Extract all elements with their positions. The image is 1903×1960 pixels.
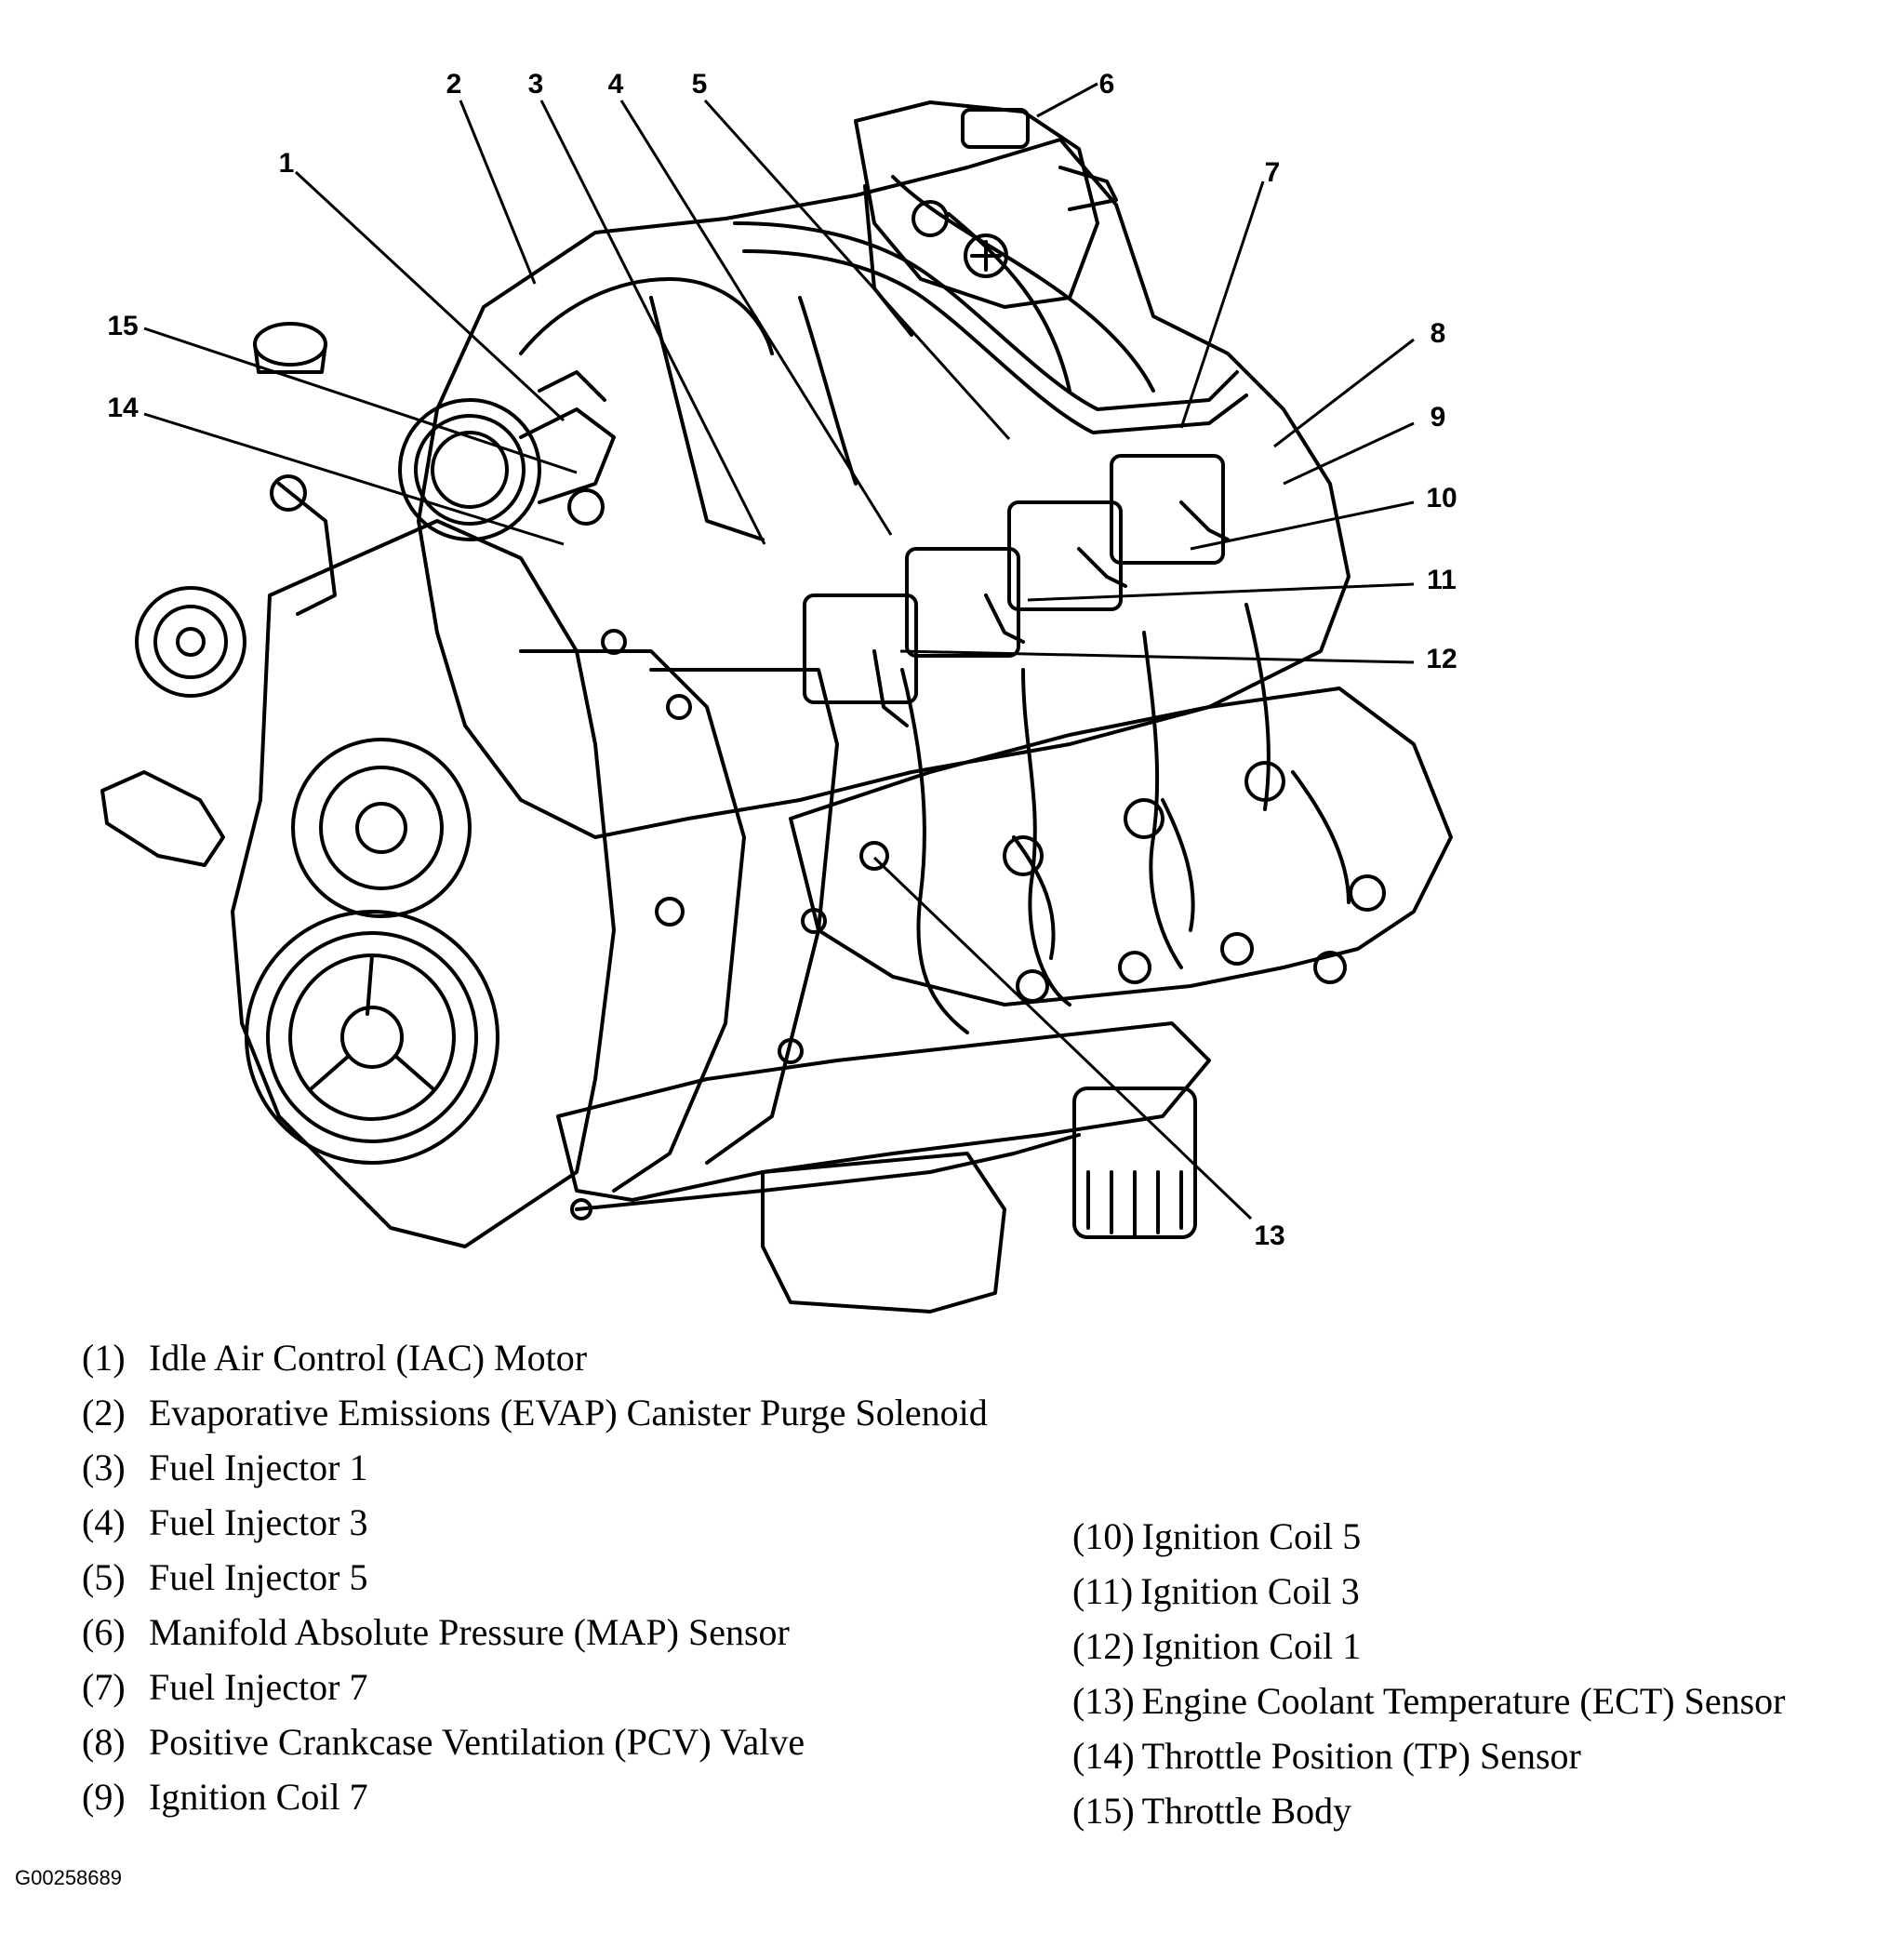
legend-label: Manifold Absolute Pressure (MAP) Sensor — [149, 1611, 790, 1653]
legend-label: Fuel Injector 7 — [149, 1666, 368, 1708]
leader-line-10 — [1190, 500, 1415, 551]
legend-label: Ignition Coil 3 — [1140, 1570, 1360, 1612]
leader-line-9 — [1283, 421, 1415, 486]
legend-item-12: (12)Ignition Coil 1 — [1072, 1628, 1361, 1665]
legend-number: (1) — [82, 1337, 126, 1379]
legend-label: Engine Coolant Temperature (ECT) Sensor — [1141, 1680, 1786, 1722]
legend-number: (12) — [1072, 1625, 1135, 1667]
legend-item-6: (6) Manifold Absolute Pressure (MAP) Sens… — [82, 1614, 790, 1651]
legend-item-13: (13)Engine Coolant Temperature (ECT) Sen… — [1072, 1683, 1785, 1720]
leader-line-7 — [1179, 180, 1265, 429]
legend-item-14: (14)Throttle Position (TP) Sensor — [1072, 1738, 1581, 1775]
leader-line-8 — [1273, 338, 1415, 448]
legend-item-8: (8) Positive Crankcase Ventilation (PCV) … — [82, 1724, 805, 1761]
callout-10: 10 — [1426, 483, 1457, 513]
callout-4: 4 — [608, 69, 624, 100]
callout-leader-lines — [143, 82, 1415, 1220]
legend-number: (10) — [1072, 1515, 1135, 1557]
legend-number: (3) — [82, 1447, 126, 1488]
leader-line-12 — [899, 649, 1415, 664]
leader-line-3 — [539, 100, 766, 545]
legend-label: Fuel Injector 1 — [149, 1447, 368, 1488]
legend-number: (5) — [82, 1556, 126, 1598]
legend-item-10: (10)Ignition Coil 5 — [1072, 1518, 1361, 1555]
leader-line-13 — [872, 856, 1253, 1220]
legend-number: (7) — [82, 1666, 126, 1708]
legend-label: Throttle Body — [1141, 1790, 1352, 1832]
leader-line-2 — [459, 100, 537, 285]
callout-8: 8 — [1431, 318, 1446, 349]
legend-label: Evaporative Emissions (EVAP) Canister Pu… — [149, 1392, 988, 1433]
engine-illustration — [100, 100, 1453, 1313]
callout-13: 13 — [1254, 1220, 1284, 1251]
legend-number: (15) — [1072, 1790, 1135, 1832]
legend-number: (8) — [82, 1721, 126, 1763]
legend-item-7: (7) Fuel Injector 7 — [82, 1669, 368, 1706]
leader-line-5 — [703, 99, 1011, 441]
legend-number: (9) — [82, 1776, 126, 1818]
leader-line-6 — [1036, 82, 1098, 118]
legend-number: (14) — [1072, 1735, 1135, 1777]
legend-number: (6) — [82, 1611, 126, 1653]
callout-12: 12 — [1426, 644, 1457, 674]
callout-6: 6 — [1099, 69, 1115, 100]
legend-label: Fuel Injector 5 — [149, 1556, 368, 1598]
callout-7: 7 — [1265, 157, 1281, 188]
callout-14: 14 — [107, 393, 139, 423]
legend-item-4: (4) Fuel Injector 3 — [82, 1504, 368, 1541]
callout-3: 3 — [528, 69, 544, 100]
legend-label: Ignition Coil 5 — [1141, 1515, 1362, 1557]
legend-item-11: (11)Ignition Coil 3 — [1072, 1573, 1360, 1610]
leader-line-1 — [294, 170, 566, 422]
legend-label: Ignition Coil 1 — [1141, 1625, 1362, 1667]
leader-line-15 — [143, 327, 578, 474]
callout-1: 1 — [279, 148, 295, 179]
callout-numbers: 1 2 3 4 5 6 7 8 9 10 11 12 13 14 15 — [107, 69, 1457, 1251]
legend-item-2: (2) Evaporative Emissions (EVAP) Canister… — [82, 1394, 988, 1432]
legend-number: (2) — [82, 1392, 126, 1433]
legend-item-5: (5) Fuel Injector 5 — [82, 1559, 368, 1596]
leader-line-11 — [1027, 582, 1415, 602]
legend-label: Ignition Coil 7 — [149, 1776, 368, 1818]
legend-item-1: (1) Idle Air Control (IAC) Motor — [82, 1340, 587, 1377]
leader-line-4 — [619, 100, 893, 536]
legend-label: Positive Crankcase Ventilation (PCV) Val… — [149, 1721, 805, 1763]
figure-id: G00258689 — [15, 1866, 122, 1889]
callout-2: 2 — [446, 69, 462, 100]
legend-label: Fuel Injector 3 — [149, 1501, 368, 1543]
legend-number: (4) — [82, 1501, 126, 1543]
legend-label: Idle Air Control (IAC) Motor — [149, 1337, 588, 1379]
legend-label: Throttle Position (TP) Sensor — [1141, 1735, 1581, 1777]
callout-9: 9 — [1431, 402, 1446, 433]
legend-item-9: (9) Ignition Coil 7 — [82, 1779, 368, 1816]
callout-5: 5 — [692, 69, 708, 100]
legend-number: (11) — [1072, 1570, 1134, 1612]
callout-11: 11 — [1427, 565, 1457, 595]
leader-line-14 — [143, 412, 565, 546]
legend-number: (13) — [1072, 1680, 1135, 1722]
legend-item-3: (3) Fuel Injector 1 — [82, 1449, 368, 1487]
callout-15: 15 — [107, 311, 138, 341]
legend-item-15: (15)Throttle Body — [1072, 1793, 1351, 1830]
